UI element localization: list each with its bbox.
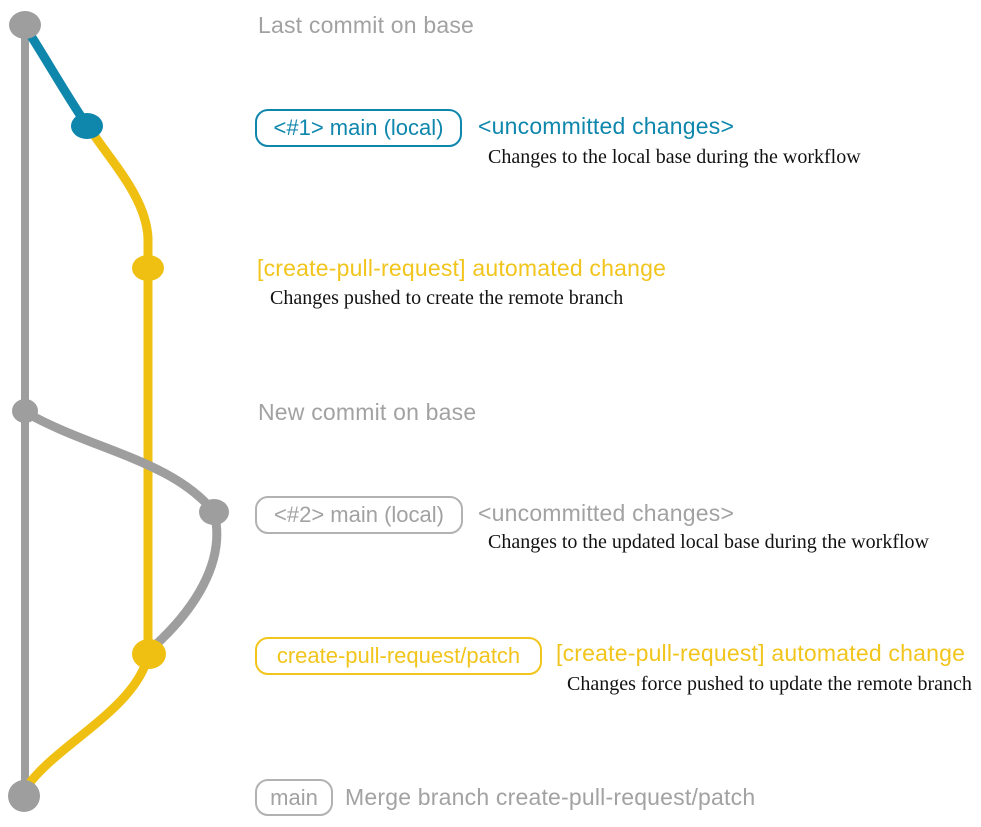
branch-label-create-pull-request-patch: create-pull-request/patch <box>255 637 542 675</box>
branch-label-main-local-2: <#2> main (local) <box>255 496 463 534</box>
status-uncommitted-changes-1: <uncommitted changes> <box>478 113 735 139</box>
note-local-base-changes: Changes to the local base during the wor… <box>488 146 861 168</box>
rebase-edge-1 <box>20 407 219 517</box>
commit-node-pr-2 <box>132 639 166 669</box>
note-pushed-create-remote-branch: Changes pushed to create the remote bran… <box>270 287 624 309</box>
commit-node-local-1 <box>71 113 103 139</box>
note-force-pushed-remote-branch: Changes force pushed to update the remot… <box>567 673 972 695</box>
commit-node-last-base <box>9 11 41 39</box>
rebase-edge-2 <box>145 507 222 655</box>
commit-node-local-2 <box>199 499 229 525</box>
note-updated-local-base-changes: Changes to the updated local base during… <box>488 531 929 553</box>
commit-node-pr-1 <box>132 255 164 281</box>
commit-message-merge: Merge branch create-pull-request/patch <box>345 784 756 810</box>
pr-branch-line <box>83 121 153 659</box>
commit-message-automated-change-1: [create-pull-request] automated change <box>257 255 667 281</box>
commit-message-automated-change-2: [create-pull-request] automated change <box>556 640 966 666</box>
merge-edge <box>21 651 153 793</box>
branch-label-main-local-1: <#1> main (local) <box>255 109 462 147</box>
branch-label-main: main <box>255 779 333 816</box>
caption-last-commit: Last commit on base <box>258 12 475 38</box>
commit-node-merge <box>8 780 40 812</box>
local-changes-edge <box>21 23 91 129</box>
caption-new-commit: New commit on base <box>258 399 477 425</box>
status-uncommitted-changes-2: <uncommitted changes> <box>478 500 735 526</box>
commit-node-new-base <box>12 399 38 423</box>
